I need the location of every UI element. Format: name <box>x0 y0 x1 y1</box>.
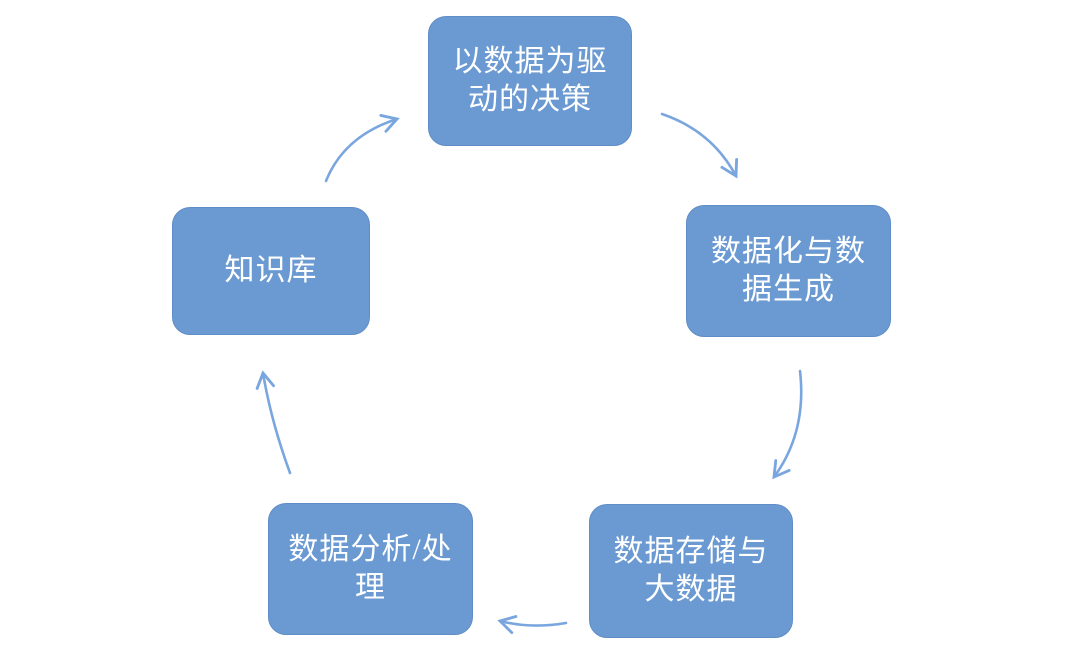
arrow-storage-to-analysis <box>497 615 568 635</box>
node-label: 知识库 <box>224 254 318 287</box>
node-knowledge-base: 知识库 <box>172 207 370 335</box>
node-datafication-data-generation: 数据化与数据生成 <box>686 205 891 337</box>
arrow-datafication-to-storage <box>772 369 803 480</box>
node-label: 数据化与数据生成 <box>711 235 866 306</box>
node-data-driven-decision: 以数据为驱动的决策 <box>428 16 632 146</box>
node-label: 数据存储与大数据 <box>613 535 769 606</box>
arrow-decision-to-datafication <box>660 112 739 179</box>
node-label: 以数据为驱动的决策 <box>452 45 608 116</box>
node-label: 数据分析/处理 <box>288 533 453 604</box>
node-data-storage-big-data: 数据存储与大数据 <box>589 504 793 638</box>
arrow-knowledge-to-decision <box>324 114 400 183</box>
node-data-analysis-processing: 数据分析/处理 <box>268 503 473 635</box>
arrow-analysis-to-knowledge <box>255 370 292 475</box>
